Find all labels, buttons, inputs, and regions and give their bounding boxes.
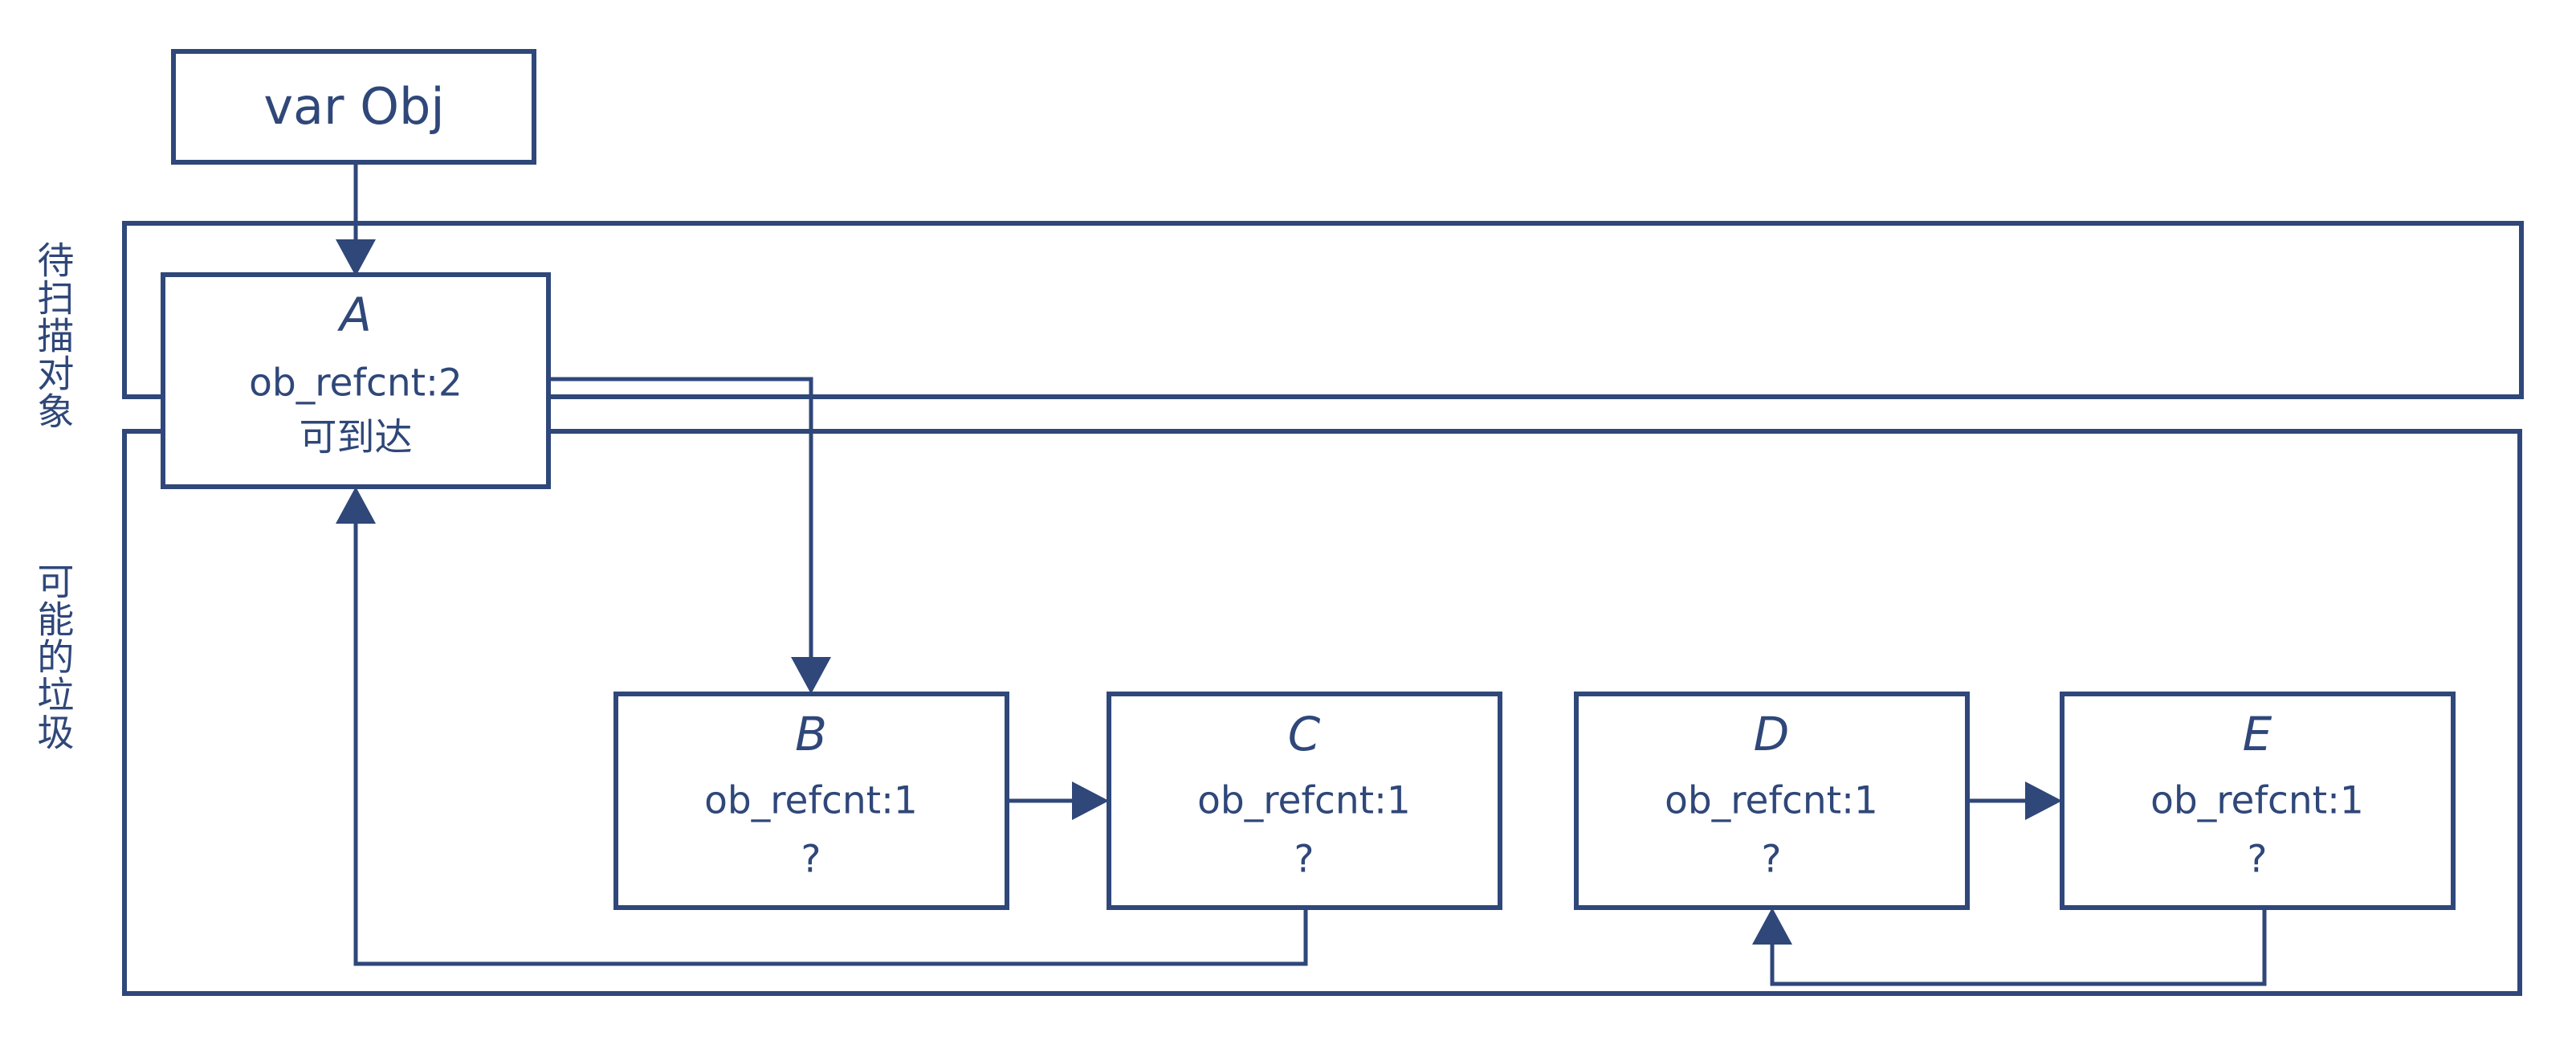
arrowhead-up-to-a	[336, 487, 376, 524]
node-a-state: 可到达	[300, 416, 413, 460]
node-a-box[interactable]	[161, 272, 551, 489]
arrowhead-down-to-b	[791, 657, 831, 694]
edge-b-to-c	[1007, 781, 1109, 820]
node-b[interactable]: B ob_refcnt:1 ?	[613, 692, 1009, 910]
node-b-box[interactable]	[613, 692, 1009, 910]
arrowhead-down-to-a	[336, 239, 376, 276]
node-b-title: B	[795, 707, 827, 761]
edge-d-to-e	[1967, 781, 2062, 820]
node-c-state: ?	[1294, 838, 1314, 882]
node-a[interactable]: A ob_refcnt:2 可到达	[161, 272, 551, 489]
group-label-scan: 待扫描对象	[31, 241, 75, 430]
node-e-title: E	[2243, 707, 2272, 761]
node-b-refcnt: ob_refcnt:1	[704, 779, 918, 823]
node-c[interactable]: C ob_refcnt:1 ?	[1107, 692, 1502, 910]
node-c-title: C	[1288, 707, 1321, 761]
node-a-refcnt: ob_refcnt:2	[249, 361, 463, 406]
edge-varobj-to-a	[336, 162, 376, 276]
edge-c-to-a	[336, 487, 1308, 966]
node-e[interactable]: E ob_refcnt:1 ?	[2060, 692, 2456, 910]
node-c-refcnt: ob_refcnt:1	[1197, 779, 1411, 823]
var-obj-node[interactable]: var Obj	[171, 49, 536, 165]
node-d-box[interactable]	[1574, 692, 1970, 910]
node-e-state: ?	[2248, 838, 2268, 882]
node-c-box[interactable]	[1107, 692, 1502, 910]
group-frame-scan	[122, 221, 2524, 399]
node-d-refcnt: ob_refcnt:1	[1665, 779, 1878, 823]
arrowhead-right-to-c	[1072, 781, 1109, 820]
node-e-box[interactable]	[2060, 692, 2456, 910]
node-a-title: A	[336, 288, 372, 342]
node-d-title: D	[1754, 707, 1790, 761]
edge-e-to-d	[1752, 908, 2267, 986]
var-obj-label: var Obj	[263, 77, 444, 136]
edge-a-to-b	[548, 377, 831, 694]
var-obj-box[interactable]	[171, 49, 536, 165]
arrowhead-up-to-d	[1752, 908, 1792, 945]
arrowhead-right-to-e	[2025, 781, 2062, 820]
node-e-refcnt: ob_refcnt:1	[2150, 779, 2364, 823]
node-b-state: ?	[801, 838, 821, 882]
group-label-garbage: 可能的垃圾	[31, 562, 75, 751]
group-frame-garbage	[122, 429, 2522, 996]
node-d-state: ?	[1762, 838, 1782, 882]
node-d[interactable]: D ob_refcnt:1 ?	[1574, 692, 1970, 910]
